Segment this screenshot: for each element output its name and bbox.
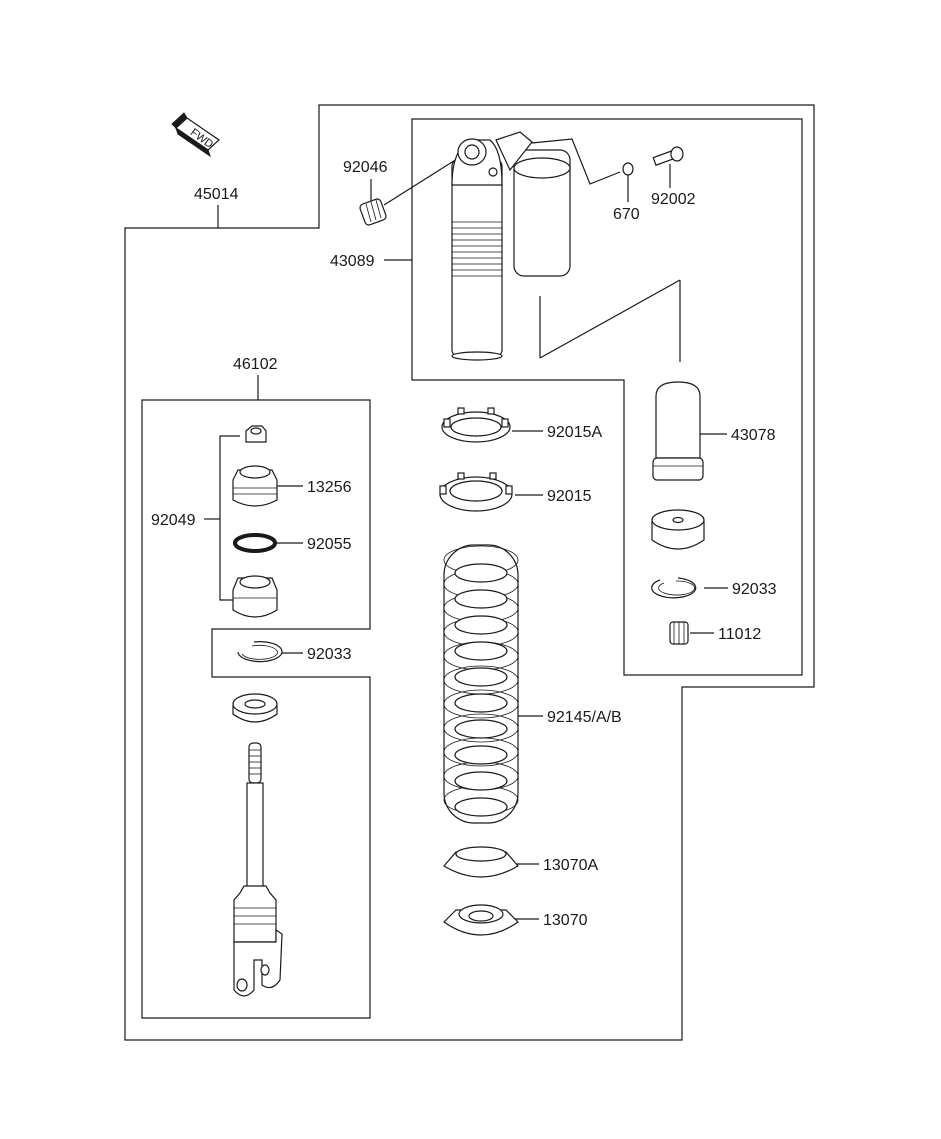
label-46102: 46102 <box>233 356 278 373</box>
label-45014: 45014 <box>194 186 239 203</box>
label-92015: 92015 <box>547 488 592 505</box>
coil-spring-92145 <box>443 544 519 824</box>
fwd-arrow-icon: FWD <box>171 112 220 158</box>
subassembly-frame-46102 <box>141 399 371 1019</box>
lock-nut-92015A <box>441 407 511 443</box>
seal-head <box>232 693 278 723</box>
lock-nut-92015 <box>439 472 513 512</box>
piston-rod-clevis <box>233 742 283 997</box>
nut-92049 <box>245 425 267 443</box>
label-92049: 92049 <box>151 512 196 529</box>
piston-13256 <box>232 465 278 507</box>
o-ring-670 <box>622 162 634 176</box>
bolt-92002 <box>652 146 684 166</box>
reservoir-bladder-43078 <box>652 381 704 481</box>
label-92055: 92055 <box>307 536 352 553</box>
shock-body-43089 <box>451 131 681 362</box>
circlip-92033-right <box>651 577 697 599</box>
label-13070: 13070 <box>543 912 588 929</box>
label-43078: 43078 <box>731 427 776 444</box>
label-92033-right: 92033 <box>732 581 777 598</box>
o-ring-92055 <box>233 533 277 553</box>
assembly-frame-45014 <box>124 104 815 1041</box>
reservoir-cap <box>651 509 705 550</box>
label-43089: 43089 <box>330 253 375 270</box>
label-13070A: 13070A <box>543 857 598 874</box>
label-92046: 92046 <box>343 159 388 176</box>
label-670: 670 <box>613 206 640 223</box>
label-92015A: 92015A <box>547 424 602 441</box>
label-92002: 92002 <box>651 191 696 208</box>
needle-bearing-11012 <box>669 621 689 645</box>
label-92033-left: 92033 <box>307 646 352 663</box>
piston-lower <box>232 575 278 618</box>
subassembly-frame-43089 <box>411 118 803 676</box>
spring-guide-13070 <box>443 904 519 936</box>
label-92145: 92145/A/B <box>547 709 622 726</box>
circlip-92033-left <box>237 641 283 663</box>
spring-seat-13070A <box>443 846 519 878</box>
label-13256: 13256 <box>307 479 352 496</box>
label-11012: 11012 <box>718 626 761 643</box>
